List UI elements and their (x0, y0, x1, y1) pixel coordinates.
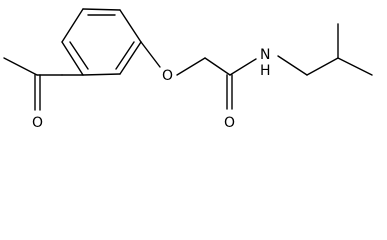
ring-bond-lower-right-inner (115, 41, 135, 70)
acetyl-group: O (3, 57, 84, 131)
ether-linkage: O (140, 41, 206, 84)
ring-bond-top (82, 8, 121, 11)
methylene-to-carbonyl-bond (204, 57, 231, 76)
nitrogen-to-isobutyl-ch2-bond (277, 55, 308, 76)
ring-bond-lower-right (119, 41, 142, 75)
amide-group: O N H (204, 47, 271, 131)
ring-bond-lower-left-inner (69, 41, 89, 70)
ring-bond-lower-left (61, 41, 84, 76)
carbonyl-to-nitrogen-bond (229, 58, 257, 76)
amide-hydrogen-label: H (260, 63, 271, 79)
chemical-structure-diagram: O O O N H (3, 8, 373, 131)
ring-bond-upper-left (61, 8, 84, 43)
ether-oxygen-label: O (162, 68, 173, 84)
amide-nitrogen-label: N (260, 47, 270, 63)
amide-oxygen-label: O (224, 115, 235, 131)
benzene-ring (61, 8, 142, 76)
ring-bond-upper-right (119, 9, 142, 43)
acetyl-methyl-bond (3, 57, 38, 76)
ring-bond-bottom (82, 73, 121, 76)
ring-to-ether-oxygen-bond (140, 41, 161, 68)
isobutyl-group (277, 23, 373, 76)
isobutyl-ch2-to-ch-bond (306, 57, 339, 76)
ketone-oxygen-label: O (32, 115, 43, 131)
ether-oxygen-to-methylene-bond (176, 57, 206, 76)
isobutyl-ch-to-methyl-b-bond (337, 57, 373, 76)
